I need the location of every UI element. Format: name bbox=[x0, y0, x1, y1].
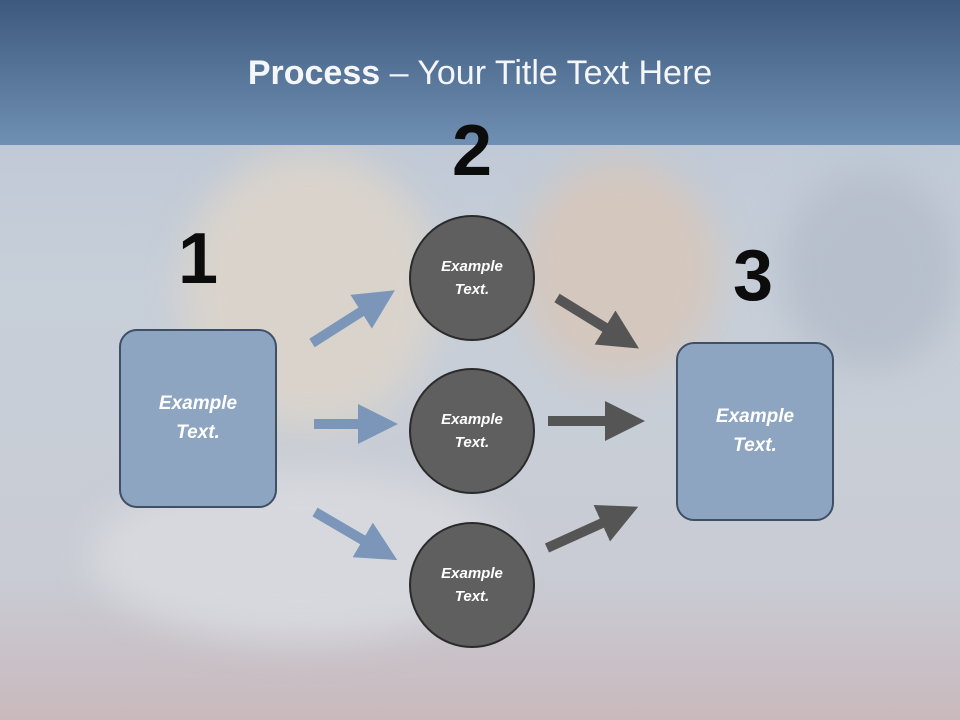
step-number-1: 1 bbox=[177, 219, 219, 299]
background-photo-window bbox=[780, 170, 960, 370]
step-number-3: 3 bbox=[732, 236, 774, 316]
arrow-bottom-to-right bbox=[544, 505, 639, 553]
circle-top: Example Text. bbox=[409, 215, 535, 341]
step-number-2: 2 bbox=[451, 111, 493, 191]
title-bold: Process bbox=[247, 54, 381, 92]
circle-top-text: Example Text. bbox=[441, 257, 503, 298]
circle-bottom: Example Text. bbox=[409, 522, 535, 648]
title-rest: – Your Title Text Here bbox=[380, 54, 713, 92]
left-box: Example Text. bbox=[119, 329, 277, 508]
arrow-top-to-right bbox=[554, 293, 640, 349]
slide-title: Process – Your Title Text Here bbox=[0, 54, 960, 93]
right-box: Example Text. bbox=[676, 342, 834, 521]
title-bar: Process – Your Title Text Here bbox=[0, 0, 960, 145]
circle-bottom-text: Example Text. bbox=[441, 564, 503, 605]
circle-middle: Example Text. bbox=[409, 368, 535, 494]
arrow-left-to-top bbox=[309, 290, 395, 348]
circle-middle-text: Example Text. bbox=[441, 410, 503, 451]
arrow-left-to-bottom bbox=[312, 507, 398, 561]
right-box-text: Example Text. bbox=[715, 406, 795, 456]
left-box-text: Example Text. bbox=[158, 393, 238, 443]
